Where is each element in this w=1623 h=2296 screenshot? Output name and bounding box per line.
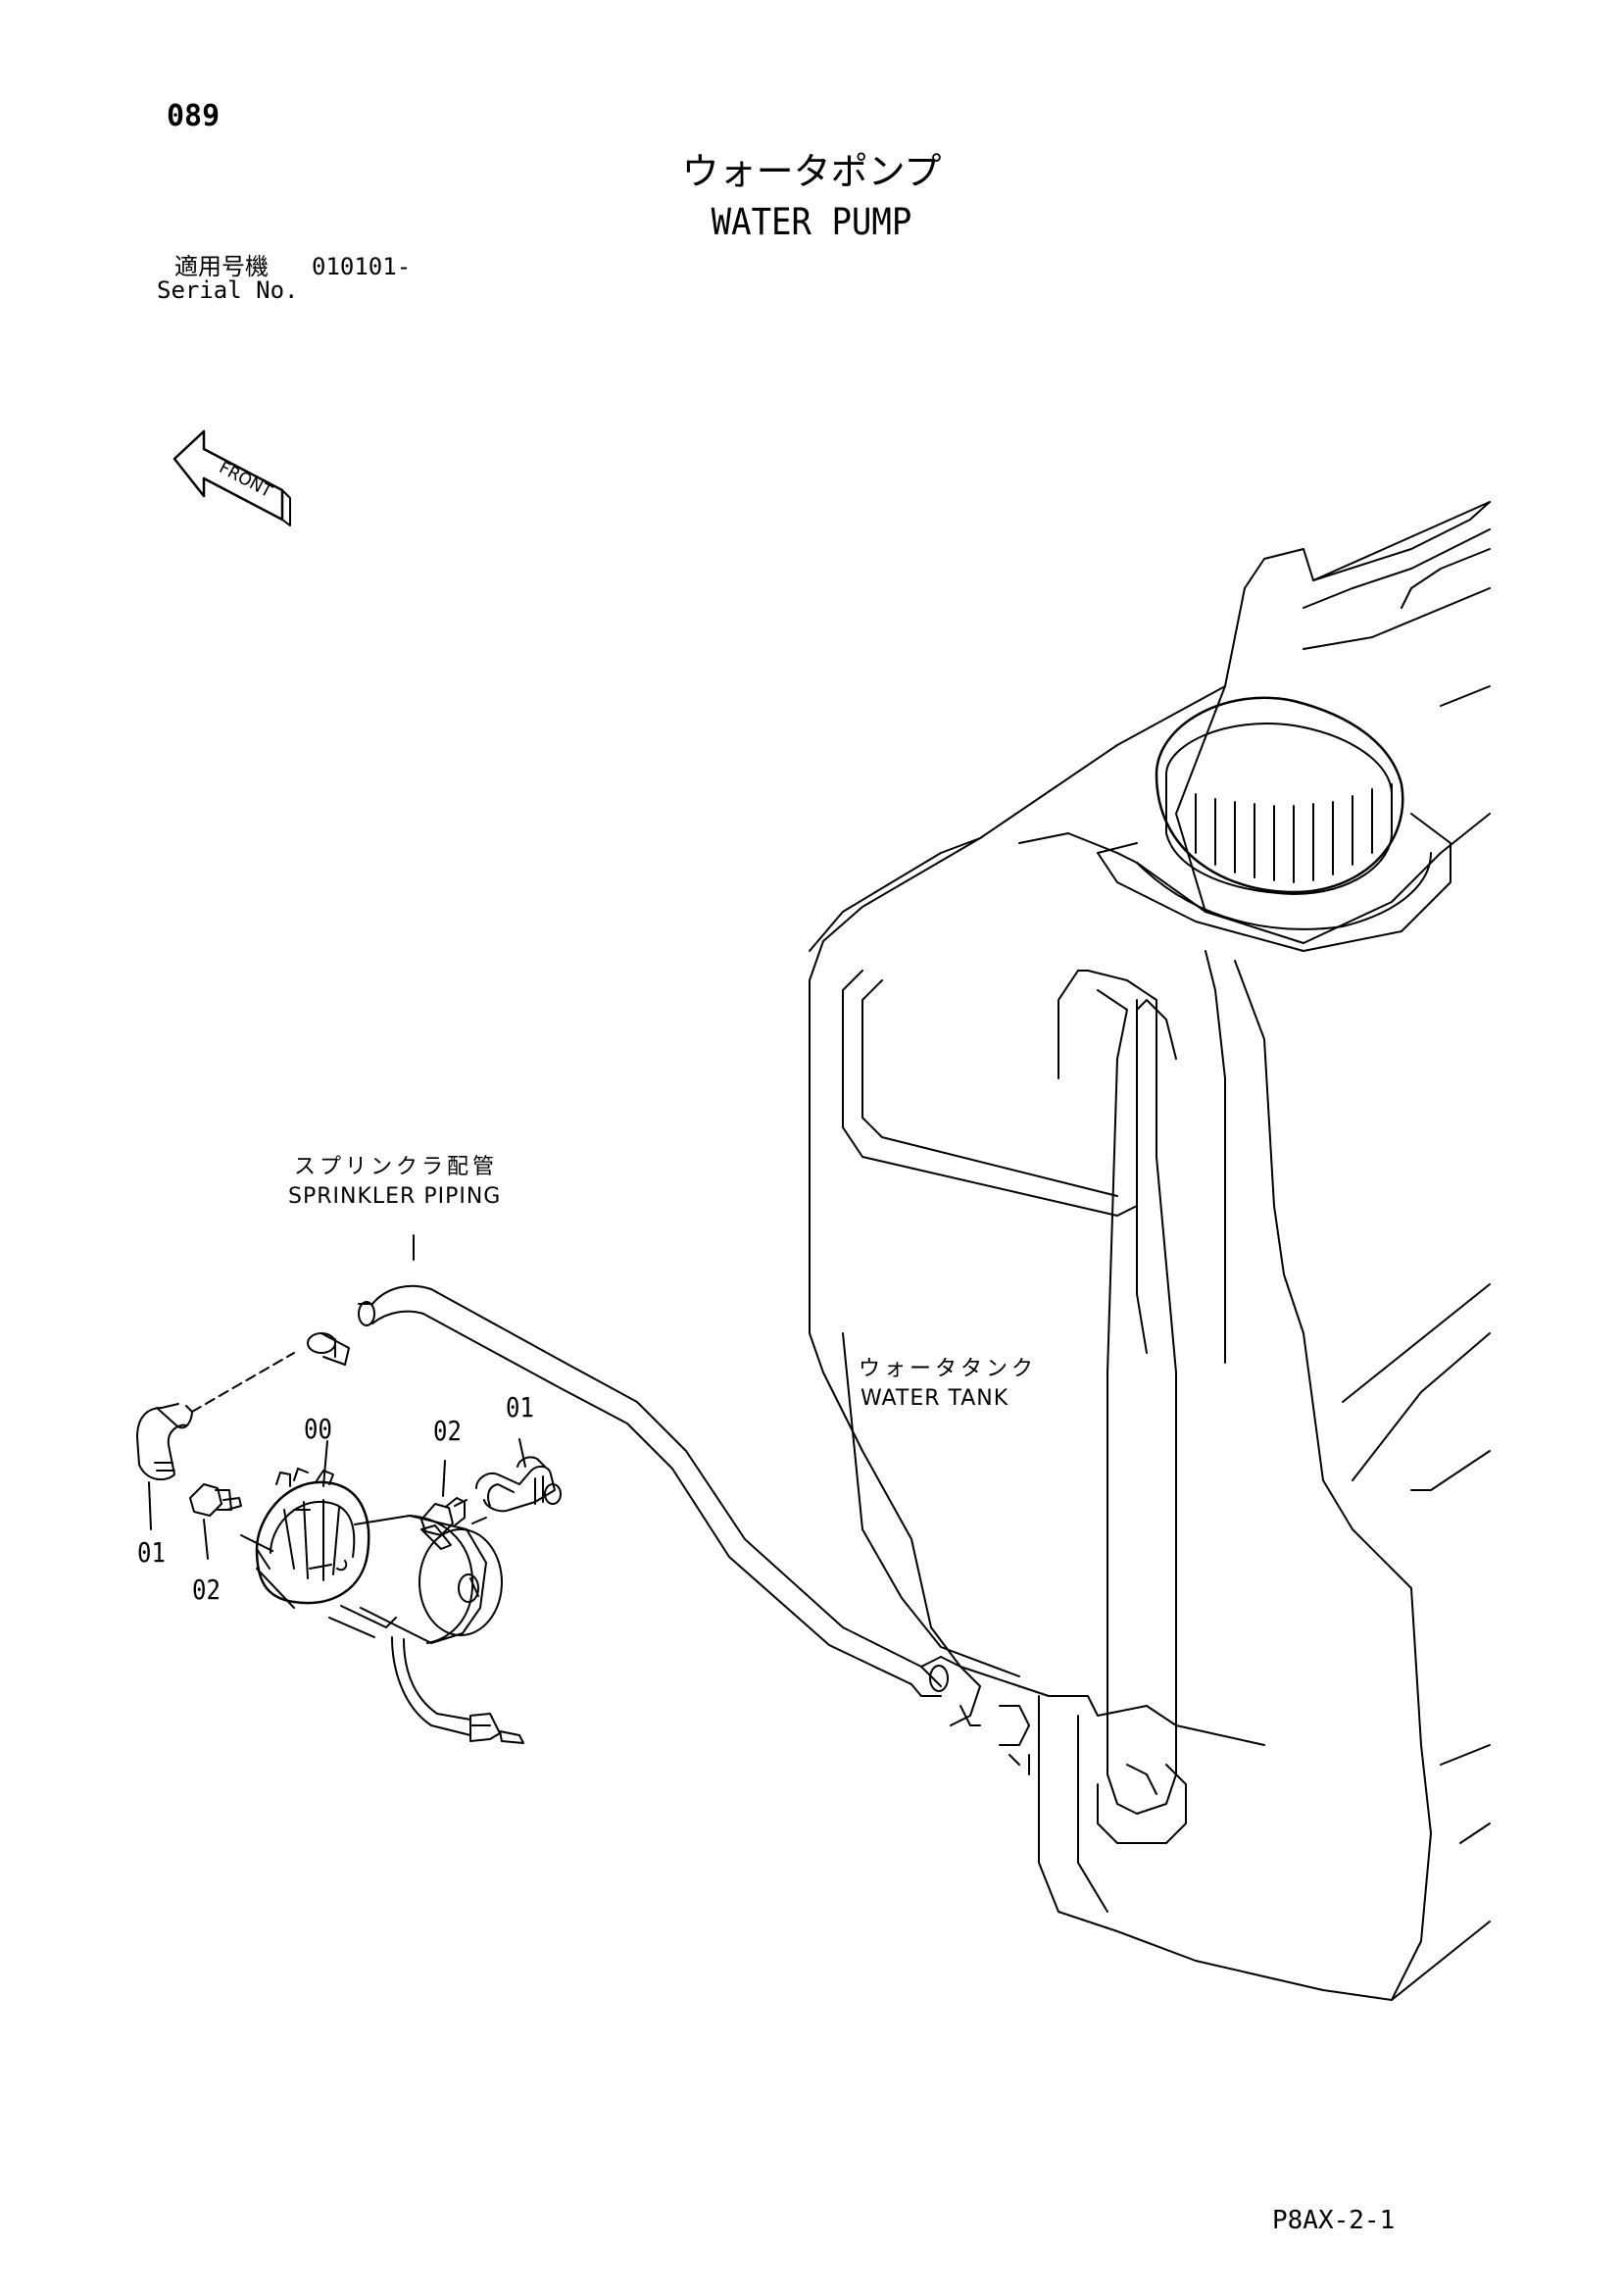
adapter-right — [421, 1498, 467, 1535]
elbow-left — [137, 1404, 192, 1479]
sprinkler-piping-label-jp: スプリンクラ配管 — [294, 1155, 499, 1179]
serial-label-en: Serial No. — [157, 276, 299, 304]
part-number-adapter-right: 02 — [433, 1415, 462, 1448]
sprinkler-piping — [359, 1235, 1029, 1774]
front-label: FRONT — [216, 458, 275, 502]
hose-clamp — [308, 1333, 349, 1365]
part-number-adapter-left: 02 — [192, 1573, 221, 1607]
sprinkler-piping-label-en: SPRINKLER PIPING — [288, 1184, 502, 1209]
water-tank-label-jp: ウォータタンク — [859, 1357, 1038, 1381]
front-arrow-icon: FRONT — [174, 431, 290, 525]
assembly-leader-line — [192, 1353, 294, 1412]
part-number-elbow-right: 01 — [506, 1391, 534, 1424]
water-tank — [810, 502, 1490, 2000]
page-title-jp: ウォータポンプ — [681, 150, 942, 193]
page-title-en: WATER PUMP — [711, 201, 912, 244]
elbow-right — [476, 1457, 561, 1511]
adapter-left — [190, 1484, 241, 1516]
water-pump — [257, 1469, 523, 1743]
part-number-elbow-left: 01 — [137, 1536, 166, 1570]
serial-label-jp: 適用号機 — [174, 253, 269, 280]
serial-value: 010101- — [312, 253, 412, 280]
page-number: 089 — [167, 99, 221, 133]
water-tank-label-en: WATER TANK — [861, 1386, 1009, 1411]
drawing-code: P8AX-2-1 — [1272, 2206, 1396, 2235]
part-leader-lines — [149, 1439, 525, 1559]
part-number-water-pump: 00 — [304, 1413, 332, 1446]
